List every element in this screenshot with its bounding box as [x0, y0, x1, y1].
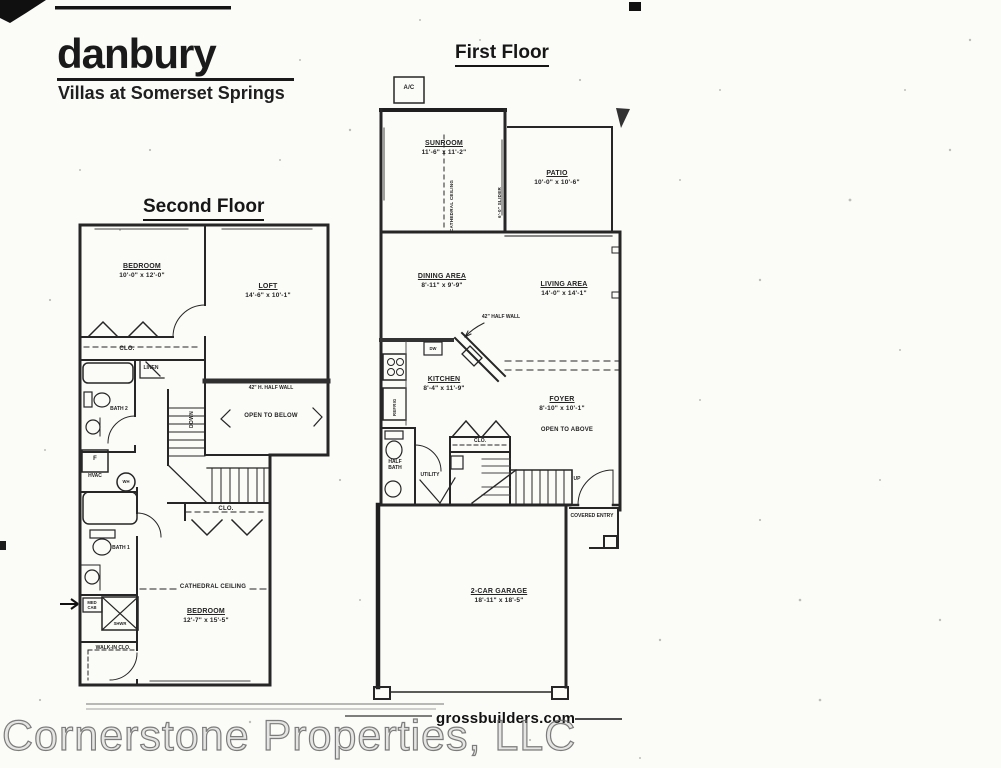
room-label-patio: PATIO 10'-0" x 10'-6": [534, 170, 580, 186]
label-ac-unit: A/C: [403, 85, 415, 91]
label-water-heater: WH: [122, 479, 130, 484]
room-label-kitchen: KITCHEN 8'-4" x 11'-9": [423, 376, 465, 392]
builder-website: grossbuilders.com: [436, 710, 576, 727]
label-shower: SHWR: [113, 621, 127, 626]
label-open-to-above: OPEN TO ABOVE: [540, 427, 594, 433]
label-refrigerator: REFRIG: [392, 398, 397, 416]
footer-rules: [345, 715, 622, 720]
label-cathedral-sunroom: CATHEDRAL CEILING: [449, 179, 454, 232]
room-label-sunroom: SUNROOM 11'-6" x 11'-2": [421, 140, 467, 156]
room-label-garage: 2-CAR GARAGE 18'-11" x 18'-5": [470, 588, 528, 604]
label-closet-top: CLO.: [119, 346, 135, 352]
label-stairs-down: DOWN: [189, 410, 195, 428]
label-half-wall-1f: 42" HALF WALL: [481, 314, 521, 320]
room-label-bedroom-b: BEDROOM 12'-7" x 15'-5": [183, 608, 229, 624]
label-half-wall-2f: 42" H. HALF WALL: [248, 385, 294, 391]
label-utility: UTILITY: [420, 472, 440, 478]
label-dishwasher: DW: [429, 346, 437, 351]
label-bath1: BATH 1: [112, 545, 130, 551]
brand-tagline: Villas at Somerset Springs: [58, 83, 285, 103]
second-floor-plan: [78, 223, 331, 687]
room-label-loft: LOFT 14'-6" x 10'-1": [245, 283, 291, 299]
label-walkin-closet: WALK-IN CLO.: [95, 645, 131, 651]
label-cathedral-2f: CATHEDRAL CEILING: [179, 584, 247, 590]
label-half-bath: HALF BATH: [388, 459, 402, 472]
label-bath2: BATH 2: [110, 406, 128, 412]
label-covered-entry: COVERED ENTRY: [570, 513, 614, 519]
label-linen: LINEN: [143, 365, 159, 371]
label-slider: 6'-0" SLIDER: [497, 186, 502, 218]
brand-name: danbury: [57, 30, 217, 77]
label-med-cab: MED CAB: [87, 600, 97, 611]
illegible-disclaimer-line-1: [86, 703, 444, 705]
room-label-bedroom-a: BEDROOM 10'-0" x 12'-0": [119, 263, 165, 279]
label-closet-mid: CLO.: [218, 506, 234, 512]
label-closet-1f: CLO.: [474, 438, 486, 444]
first-floor-title: First Floor: [455, 42, 549, 67]
room-label-foyer: FOYER 8'-10" x 10'-1": [539, 396, 585, 412]
second-floor-title: Second Floor: [143, 196, 265, 221]
first-floor-plan: [373, 76, 622, 700]
label-hvac: HVAC: [88, 473, 102, 479]
illegible-disclaimer-line-2: [86, 708, 436, 710]
scan-speckles: [38, 19, 972, 759]
label-open-to-below: OPEN TO BELOW: [244, 413, 298, 419]
cornerstone-watermark: Cornerstone Properties, LLC: [1, 711, 577, 760]
scan-artifacts: [0, 0, 641, 610]
room-label-living: LIVING AREA 14'-0" x 14'-1": [540, 281, 588, 297]
label-furnace: F: [93, 456, 97, 462]
room-label-dining: DINING AREA 8'-11" x 9'-9": [417, 273, 467, 289]
label-stairs-up: UP: [573, 476, 581, 482]
brand-underline: [57, 78, 294, 81]
